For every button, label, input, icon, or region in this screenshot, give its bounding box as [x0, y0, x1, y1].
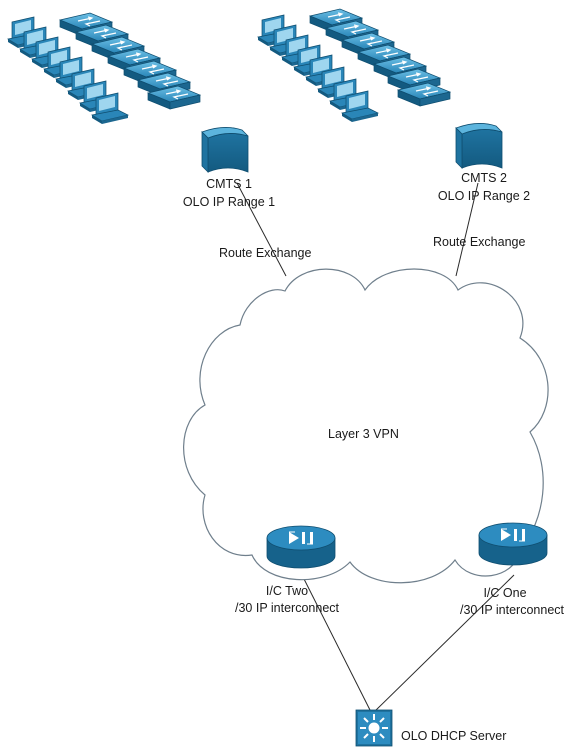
link-cmts1-vpn — [236, 182, 287, 277]
ic-two-label: I/C Two — [265, 584, 309, 598]
ic-one-detail-label: /30 IP interconnect — [459, 603, 565, 617]
router-icon — [478, 522, 548, 566]
ic-two-detail-label: /30 IP interconnect — [234, 601, 340, 615]
workstation-cluster-1 — [7, 12, 201, 125]
connection-lines — [236, 182, 515, 713]
cmts-router-icon — [455, 123, 503, 169]
link-cmts2-vpn — [455, 182, 479, 277]
link-icone-dhcp — [373, 574, 515, 713]
dhcp-server-label: OLO DHCP Server — [401, 729, 507, 743]
cmts1-ip-range-label: OLO IP Range 1 — [182, 195, 276, 209]
route-exchange-label-2: Route Exchange — [433, 235, 526, 249]
cloud-icon — [183, 268, 549, 584]
cmts1-label: CMTS 1 — [206, 177, 252, 191]
multilayer-switch-icon — [355, 709, 393, 747]
vpn-label: Layer 3 VPN — [328, 427, 399, 441]
ic-one-label: I/C One — [483, 586, 527, 600]
link-ictwo-dhcp — [301, 574, 372, 713]
route-exchange-label-1: Route Exchange — [219, 246, 312, 260]
router-icon — [266, 525, 336, 569]
cmts2-ip-range-label: OLO IP Range 2 — [437, 189, 531, 203]
workstation-cluster-2 — [257, 8, 451, 123]
cmts-router-icon — [201, 127, 249, 173]
cmts2-label: CMTS 2 — [461, 171, 507, 185]
